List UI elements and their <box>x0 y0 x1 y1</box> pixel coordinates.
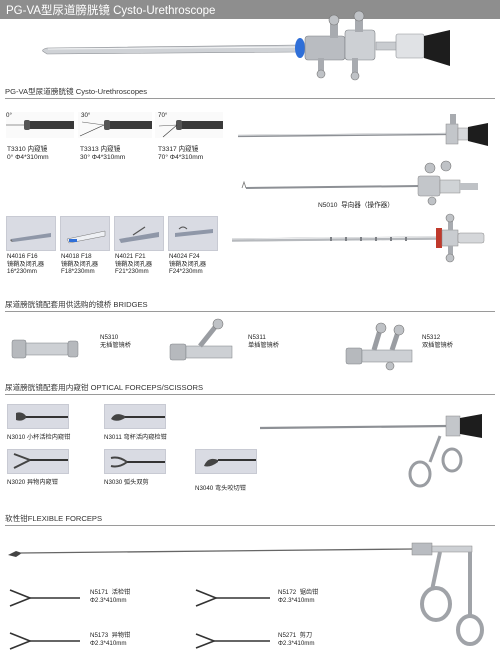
scope-code: T3310 <box>7 146 26 153</box>
sheath-code: N4024 F24 <box>169 253 200 260</box>
flexible-code: N5171 <box>90 589 109 596</box>
bridge-name: 双插管镜桥 <box>422 341 453 349</box>
forceps-thumb-n3010 <box>7 404 69 429</box>
bridge-images <box>11 318 413 371</box>
scope-spec: 0° Φ4*310mm <box>7 154 49 162</box>
flexible-spec: Φ2.3*410mm <box>278 639 315 647</box>
scope-label-t3310: T3310 内窥镜 0° Φ4*310mm <box>7 146 49 162</box>
deflector-code: N5010 <box>318 202 338 209</box>
forceps-thumb-n3040 <box>195 449 257 474</box>
sheath-code: N4018 F18 <box>61 253 92 260</box>
optical-forceps-image <box>259 414 482 488</box>
section-divider <box>5 311 495 312</box>
sheath-spec: 16*230mm <box>7 268 37 276</box>
forceps-label-n3020: N3020 异物内窥钳 <box>7 479 58 486</box>
sheath-spec: F24*230mm <box>169 268 203 276</box>
sheath-name: 镜鞘及闭孔器 <box>169 260 207 268</box>
scope-name: 内窥镜 <box>178 146 199 153</box>
scope-angle-70: 70° <box>158 112 168 119</box>
scope-name: 内窥镜 <box>27 146 48 153</box>
bridge-name: 单插管镜桥 <box>248 341 279 349</box>
forceps-label-n3030: N3030 弧头双剪 <box>104 479 149 486</box>
sheath-name: 镜鞘及闭孔器 <box>7 260 45 268</box>
sheath-name: 镜鞘及闭孔器 <box>61 260 99 268</box>
section-divider <box>5 525 495 526</box>
scope-tip-0-thumb: 0° <box>6 112 74 138</box>
sheath-thumb-f21 <box>114 216 164 251</box>
flexible-code: N5173 <box>90 632 109 639</box>
section-divider <box>5 394 495 395</box>
scope-label-t3313: T3313 内窥镜 30° Φ4*310mm <box>80 146 125 162</box>
hero-cystoscope-image <box>42 10 450 81</box>
scope-label-t3317: T3317 内窥镜 70° Φ4*310mm <box>158 146 203 162</box>
scope-code: T3313 <box>80 146 99 153</box>
forceps-label-n3040: N3040 弯头咬切钳 <box>195 485 246 492</box>
scope-spec: 70° Φ4*310mm <box>158 154 204 162</box>
scope-spec: 30° Φ4*310mm <box>80 154 126 162</box>
sheath-thumb-f24 <box>168 216 218 251</box>
sheath-code: N4016 F16 <box>7 253 38 260</box>
bridge-code: N5310 <box>100 334 119 341</box>
header-title: PG-VA型尿道膀胱镜 Cysto-Urethroscope <box>6 5 216 17</box>
scope-name: 内窥镜 <box>100 146 121 153</box>
forceps-label-n3010: N3010 小杯活检内窥钳 <box>7 434 71 441</box>
flexible-name: 异物钳 <box>111 632 131 639</box>
scope-angle-0: 0° <box>6 112 12 119</box>
sheath-spec: F18*230mm <box>61 268 95 276</box>
flexible-spec: Φ2.3*410mm <box>90 639 127 647</box>
section-title-cysto: PG-VA型尿道膀胱镜 Cysto-Urethroscopes <box>5 87 148 96</box>
bridge-code: N5312 <box>422 334 441 341</box>
section-title-flexible: 软性钳FLEXIBLE FORCEPS <box>5 514 103 523</box>
scope-angle-30: 30° <box>81 112 91 119</box>
flexible-name: 活检钳 <box>111 589 131 596</box>
flexible-name: 锯齿钳 <box>299 589 319 596</box>
scope-tip-70-thumb: 70° <box>155 112 223 138</box>
forceps-thumb-n3030 <box>104 449 166 474</box>
flexible-code: N5271 <box>278 632 297 639</box>
flexible-spec: Φ2.3*410mm <box>90 596 127 604</box>
flexible-spec: Φ2.3*410mm <box>278 596 315 604</box>
forceps-thumb-n3020 <box>7 449 69 474</box>
forceps-label-n3011: N3011 弯杯活内窥检钳 <box>104 434 167 441</box>
bridge-code: N5311 <box>248 334 266 341</box>
sheath-spec: F21*230mm <box>115 268 149 276</box>
sheath-thumb-f16 <box>6 216 56 251</box>
bridge-name: 无插管镜桥 <box>100 341 131 349</box>
deflector-name: 导向器（操作器） <box>341 202 394 209</box>
section-title-forceps: 尿道膀胱镜配套用内窥钳 OPTICAL FORCEPS/SCISSORS <box>5 383 204 392</box>
sheath-name: 镜鞘及闭孔器 <box>115 260 153 268</box>
scope-tip-30-thumb: 30° <box>78 112 152 138</box>
scope-code: T3317 <box>158 146 177 153</box>
sheath-obturator-image <box>231 213 485 263</box>
flexible-name: 剪刀 <box>299 632 313 639</box>
forceps-thumb-n3011 <box>104 404 166 429</box>
flexible-code: N5172 <box>278 589 297 596</box>
header-bar: PG-VA型尿道膀胱镜 Cysto-Urethroscope <box>0 0 500 19</box>
sheath-thumb-f18 <box>60 216 110 251</box>
sheath-code: N4021 F21 <box>115 253 146 260</box>
section-divider <box>5 98 495 99</box>
deflector-label: N5010 导向器（操作器） <box>318 202 394 210</box>
section-title-bridges: 尿道膀胱镜配套用供选购的镜桥 BRIDGES <box>5 300 148 309</box>
